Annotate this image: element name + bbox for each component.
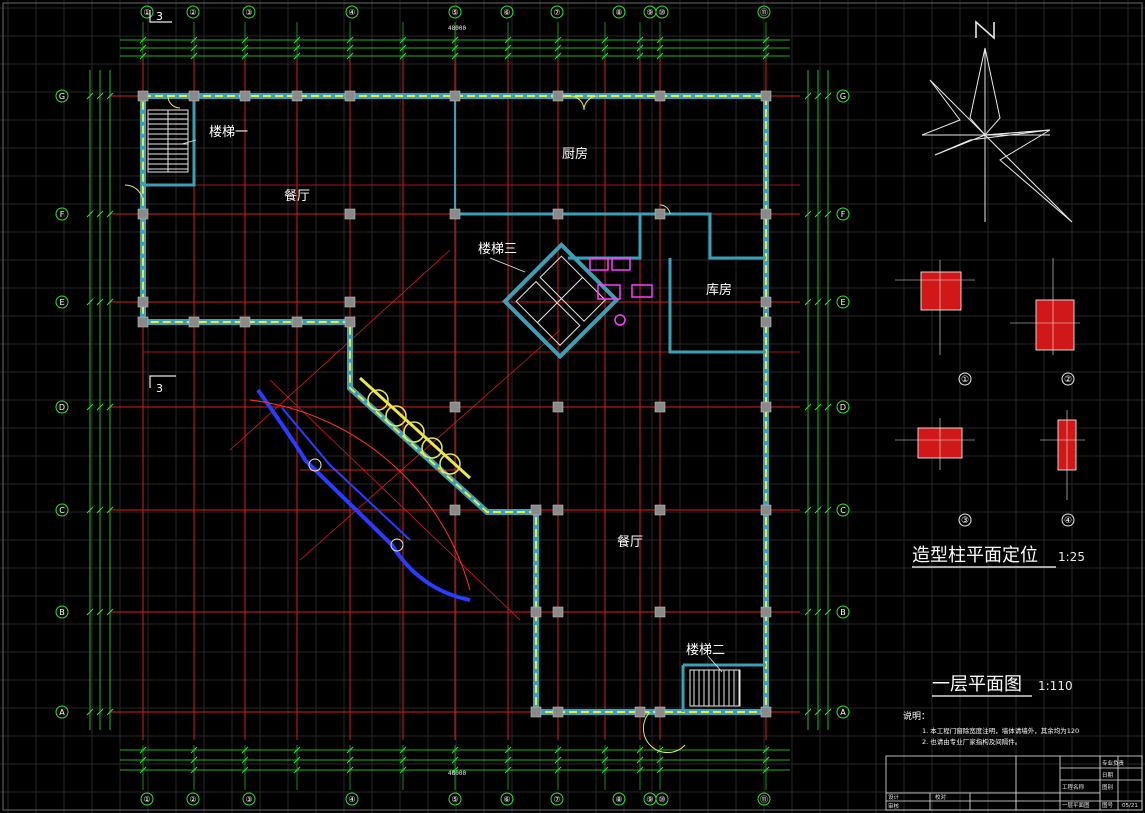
grid-bubble-label: ⑧ — [615, 8, 622, 17]
grid-bubble-label: ⑨ — [646, 795, 653, 804]
label-leaders — [181, 139, 723, 673]
grid-bubble-label: ⑪ — [760, 795, 768, 804]
column-detail-3 — [895, 418, 975, 470]
detail-callout-numbers: ① ② ③ ④ — [961, 375, 1072, 526]
stair-one-symbol — [147, 109, 189, 173]
room-label-stair-three: 楼梯三 — [478, 242, 517, 257]
svg-text:设计: 设计 — [888, 793, 900, 801]
svg-text:审核: 审核 — [888, 802, 900, 810]
grid-bubble-label: ⑦ — [553, 795, 560, 804]
svg-text:一层平面图: 一层平面图 — [1062, 801, 1090, 809]
curved-entrance-canopy — [249, 388, 471, 602]
room-label-dining-south: 餐厅 — [617, 534, 643, 550]
svg-text:05/21: 05/21 — [1122, 803, 1138, 809]
svg-text:图号: 图号 — [1102, 801, 1114, 809]
column-detail-2 — [1010, 258, 1080, 355]
grid-bubble-label: ⑪ — [760, 8, 768, 17]
grid-bubble-label: ④ — [348, 795, 355, 804]
grid-row-label: F — [841, 210, 846, 219]
detail-callouts — [958, 372, 1075, 527]
grid-row-label: B — [840, 608, 846, 617]
svg-text:图别: 图别 — [1102, 783, 1113, 791]
grid-bubble-label: ⑨ — [646, 8, 653, 17]
grid-row-label: G — [59, 92, 65, 101]
grid-row-label: A — [840, 708, 846, 717]
grid-bubble-label: ⑧ — [615, 795, 622, 804]
note-item-1: 1. 本工程门窗除宽度注明，墙体请墙外，其余均为120 — [922, 726, 1079, 735]
svg-text:③: ③ — [961, 516, 969, 526]
grid-bubble-label: ③ — [245, 795, 252, 804]
svg-text:②: ② — [1064, 375, 1072, 385]
dimension-chains — [86, 22, 832, 790]
room-label-storage: 库房 — [706, 282, 732, 298]
svg-text:专业负责: 专业负责 — [1102, 759, 1125, 767]
section-mark-bottom: 3 — [156, 382, 163, 395]
grid-row-label: E — [840, 298, 845, 307]
room-label-stair-one: 楼梯一 — [209, 125, 248, 140]
stair-two-symbol — [689, 669, 741, 707]
room-label-kitchen: 厨房 — [562, 146, 588, 162]
grid-row-label: E — [59, 298, 64, 307]
structural-columns — [137, 90, 772, 718]
grid-row-label: G — [840, 92, 846, 101]
north-arrow — [921, 20, 1073, 223]
grid-bubble-label: ② — [189, 8, 196, 17]
decorative-column-row — [358, 376, 472, 480]
overall-dimension-bottom: 48000 — [448, 770, 466, 777]
section-mark-top: 3 — [156, 10, 163, 23]
grid-row-label: C — [840, 506, 846, 515]
grid-bubble-label: ③ — [245, 8, 252, 17]
svg-text:工程名称: 工程名称 — [1062, 783, 1085, 791]
grid-row-label: F — [60, 210, 65, 219]
main-title: 一层平面图 — [932, 674, 1022, 695]
title-block — [885, 755, 1143, 811]
grid-row-label: B — [59, 608, 65, 617]
title-block-text: 专业负责 日期 图别 图号 05/21 工程名称 一层平面图 设计 审核 校对 — [888, 759, 1138, 810]
note-item-2: 2. 也请由专业厂家指构及间隔件。 — [922, 737, 1021, 746]
detail-title: 造型柱平面定位 — [912, 545, 1038, 566]
stair-three-core — [502, 242, 620, 360]
grid-bubble-label: ① — [143, 795, 150, 804]
detail-scale: 1:25 — [1058, 550, 1085, 564]
svg-text:④: ④ — [1064, 516, 1072, 526]
grid-bubble-label: ⑩ — [658, 8, 665, 17]
room-label-stair-two: 楼梯二 — [686, 643, 725, 658]
grid-bubble-label: ⑦ — [553, 8, 560, 17]
grid-bubble-label: ④ — [348, 8, 355, 17]
grid-bubble-label: ② — [189, 795, 196, 804]
section-marks — [149, 10, 176, 388]
svg-text:日期: 日期 — [1102, 772, 1114, 779]
column-detail-4 — [1040, 410, 1085, 500]
column-detail-1 — [895, 260, 975, 355]
main-scale: 1:110 — [1038, 679, 1073, 693]
room-labels: 厨房 餐厅 餐厅 库房 楼梯一 楼梯二 楼梯三 — [209, 125, 732, 658]
grid-bubble-label: ⑩ — [658, 795, 665, 804]
grid-bubble-label: ⑥ — [503, 795, 510, 804]
svg-text:校对: 校对 — [935, 793, 947, 801]
overall-dimension-top: 48000 — [448, 25, 466, 32]
grid-row-label: D — [59, 403, 65, 412]
grid-row-label: A — [59, 708, 65, 717]
door-swings — [124, 95, 686, 754]
svg-text:①: ① — [961, 375, 969, 385]
grid-bubble-label: ⑤ — [451, 795, 458, 804]
toilet-fixtures — [589, 257, 653, 326]
grid-bubble-label: ⑥ — [503, 8, 510, 17]
grid-bubble-label: ① — [143, 8, 150, 17]
room-label-dining-north: 餐厅 — [284, 188, 310, 204]
grid-row-label: D — [840, 403, 846, 412]
grid-bubble-label: ⑤ — [451, 8, 458, 17]
notes-heading: 说明： — [903, 710, 930, 722]
grid-row-label: C — [59, 506, 65, 515]
